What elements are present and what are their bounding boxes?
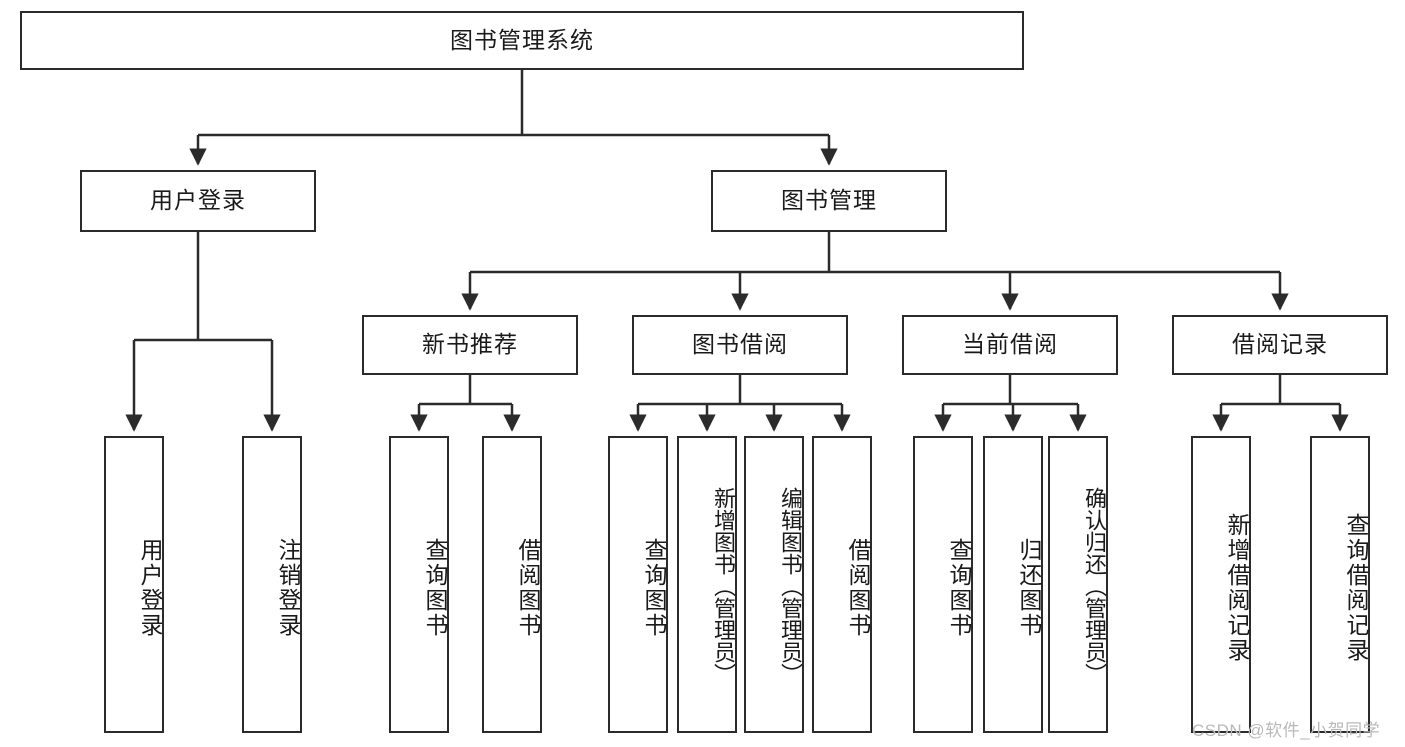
node-leaf-query-book-borrow[interactable]: 查询图书 xyxy=(608,436,668,733)
node-user-login[interactable]: 用户登录 xyxy=(80,170,316,232)
node-leaf-query-borrow-record-label: 查询借阅记录 xyxy=(1343,512,1369,663)
node-leaf-query-book-borrow-label: 查询图书 xyxy=(641,537,667,638)
node-new-book-recommend-label: 新书推荐 xyxy=(422,331,518,358)
node-leaf-add-book-admin[interactable]: 新增图书（管理员） xyxy=(677,436,737,733)
node-root-label: 图书管理系统 xyxy=(450,26,594,53)
node-leaf-return-book[interactable]: 归还图书 xyxy=(983,436,1043,733)
node-leaf-return-book-label: 归还图书 xyxy=(1016,537,1042,638)
node-new-book-recommend[interactable]: 新书推荐 xyxy=(362,315,578,375)
node-leaf-edit-book-admin[interactable]: 编辑图书（管理员） xyxy=(744,436,804,733)
node-borrow-record[interactable]: 借阅记录 xyxy=(1172,315,1388,375)
node-leaf-edit-book-admin-label: 编辑图书（管理员） xyxy=(778,487,803,685)
node-leaf-add-borrow-record[interactable]: 新增借阅记录 xyxy=(1191,436,1251,733)
node-leaf-borrow-book-recommend-label: 借阅图书 xyxy=(515,537,541,638)
node-book-borrow-label: 图书借阅 xyxy=(692,331,788,358)
node-current-borrow-label: 当前借阅 xyxy=(962,331,1058,358)
node-book-borrow[interactable]: 图书借阅 xyxy=(632,315,848,375)
node-current-borrow[interactable]: 当前借阅 xyxy=(902,315,1118,375)
node-leaf-logout-login[interactable]: 注销登录 xyxy=(242,436,302,733)
node-leaf-add-borrow-record-label: 新增借阅记录 xyxy=(1224,512,1250,663)
node-leaf-user-login-label: 用户登录 xyxy=(137,537,163,638)
node-leaf-add-book-admin-label: 新增图书（管理员） xyxy=(711,487,736,685)
node-leaf-query-book-recommend[interactable]: 查询图书 xyxy=(389,436,449,733)
node-borrow-record-label: 借阅记录 xyxy=(1232,331,1328,358)
node-leaf-borrow-book-label: 借阅图书 xyxy=(845,537,871,638)
node-leaf-logout-login-label: 注销登录 xyxy=(275,537,301,638)
node-leaf-borrow-book[interactable]: 借阅图书 xyxy=(812,436,872,733)
node-leaf-confirm-return-admin[interactable]: 确认归还（管理员） xyxy=(1048,436,1108,733)
node-book-management[interactable]: 图书管理 xyxy=(711,170,947,232)
node-leaf-query-book-recommend-label: 查询图书 xyxy=(422,537,448,638)
csdn-watermark: CSDN @软件_小贺同学 xyxy=(1192,721,1381,740)
node-book-management-label: 图书管理 xyxy=(781,187,877,214)
node-leaf-borrow-book-recommend[interactable]: 借阅图书 xyxy=(482,436,542,733)
node-root[interactable]: 图书管理系统 xyxy=(20,11,1024,70)
node-user-login-label: 用户登录 xyxy=(150,187,246,214)
node-leaf-query-book-current[interactable]: 查询图书 xyxy=(913,436,973,733)
node-leaf-user-login[interactable]: 用户登录 xyxy=(104,436,164,733)
node-leaf-query-book-current-label: 查询图书 xyxy=(946,537,972,638)
node-leaf-query-borrow-record[interactable]: 查询借阅记录 xyxy=(1310,436,1370,733)
node-leaf-confirm-return-admin-label: 确认归还（管理员） xyxy=(1082,487,1107,685)
